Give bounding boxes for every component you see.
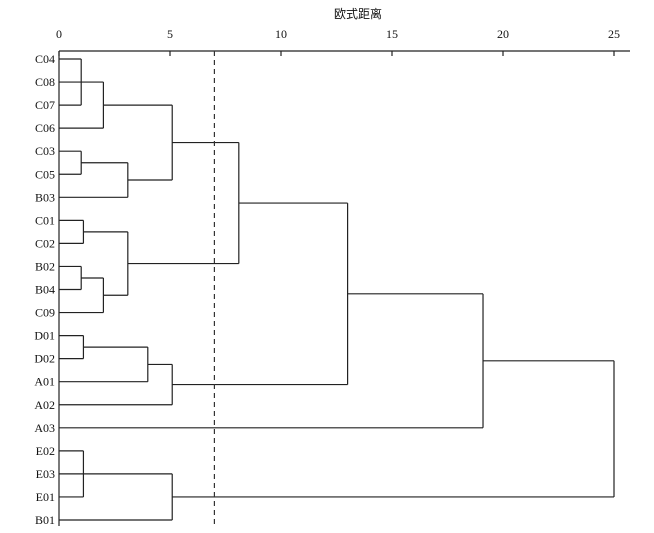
leaf-label: E03 bbox=[36, 467, 55, 481]
leaf-label: B01 bbox=[35, 513, 55, 527]
leaf-label: C06 bbox=[35, 121, 55, 135]
leaf-label: C05 bbox=[35, 167, 55, 181]
x-tick-label: 25 bbox=[608, 27, 620, 41]
chart-title: 欧式距离 bbox=[334, 6, 382, 21]
leaf-label: C03 bbox=[35, 144, 55, 158]
x-tick-label: 20 bbox=[497, 27, 509, 41]
leaf-label: A03 bbox=[34, 421, 55, 435]
x-tick-label: 15 bbox=[386, 27, 398, 41]
x-tick-label: 10 bbox=[275, 27, 287, 41]
leaf-label: E01 bbox=[36, 490, 55, 504]
leaf-label: C04 bbox=[35, 52, 55, 66]
x-axis: 0 5 10 15 20 25 bbox=[56, 27, 630, 526]
leaf-label: C08 bbox=[35, 75, 55, 89]
x-tick-label: 5 bbox=[167, 27, 173, 41]
leaf-label: C02 bbox=[35, 236, 55, 250]
leaf-label: D01 bbox=[34, 329, 55, 343]
leaf-label: C07 bbox=[35, 98, 55, 112]
leaf-label: C09 bbox=[35, 306, 55, 320]
leaf-label: E02 bbox=[36, 444, 55, 458]
leaf-label: D02 bbox=[34, 352, 55, 366]
leaf-label: B02 bbox=[35, 259, 55, 273]
leaf-label: A02 bbox=[34, 398, 55, 412]
dendrogram-links bbox=[59, 58, 615, 521]
x-tick-label: 0 bbox=[56, 27, 62, 41]
leaf-label: C01 bbox=[35, 213, 55, 227]
leaf-label: B04 bbox=[35, 283, 55, 297]
leaf-label: B03 bbox=[35, 190, 55, 204]
leaf-labels: C04C08C07C06C03C05B03C01C02B02B04C09D01D… bbox=[34, 52, 55, 527]
leaf-label: A01 bbox=[34, 375, 55, 389]
